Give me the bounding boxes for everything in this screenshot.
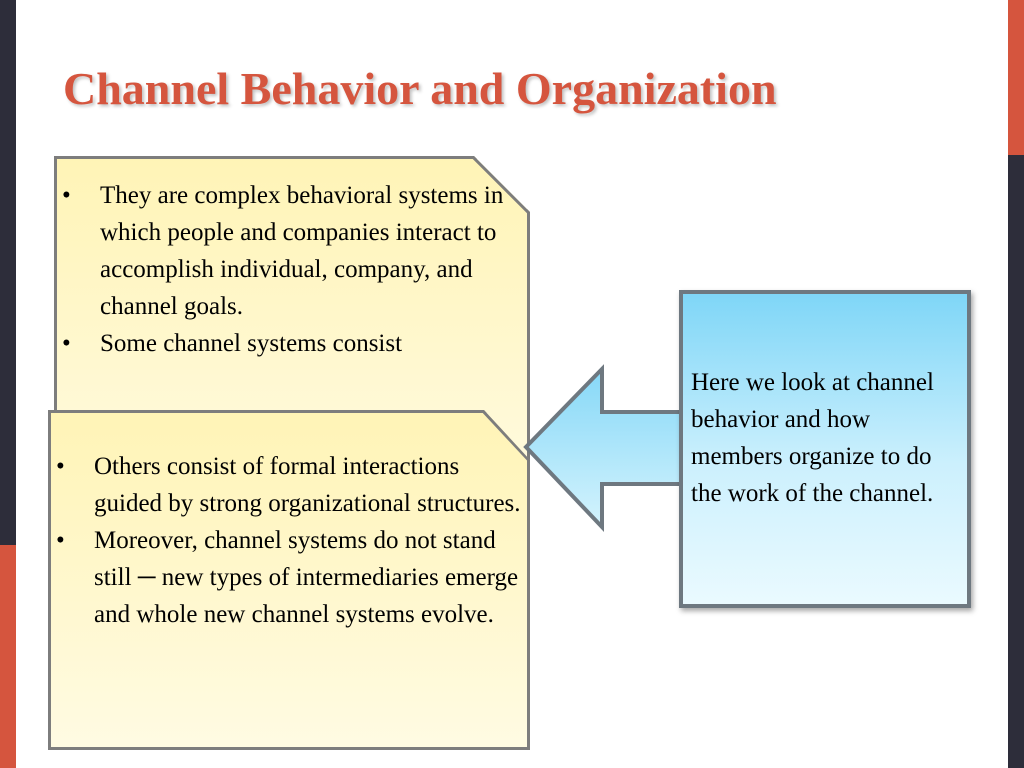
left-arrow-icon — [523, 364, 684, 533]
bullet-dot-icon: • — [56, 453, 65, 480]
left-edge-red-bar — [0, 545, 16, 768]
bullet-text: Some channel systems consist — [100, 330, 403, 357]
right-edge-dark-bar — [1008, 155, 1024, 768]
callout-box: Here we look at channel behavior and how… — [679, 290, 971, 608]
front-note-bullet-list: • Others consist of formal interactions … — [56, 448, 530, 633]
back-note-bullet-2: • Some channel systems consist — [62, 325, 530, 362]
bullet-dot-icon: • — [62, 330, 71, 357]
front-note-bullet-2: • Moreover, channel systems do not stand… — [56, 522, 530, 633]
bullet-dot-icon: • — [56, 527, 65, 554]
back-note-bullet-list: • They are complex behavioral systems in… — [62, 177, 530, 362]
bullet-text: Moreover, channel systems do not stand s… — [94, 527, 519, 628]
front-note-bullet-1: • Others consist of formal interactions … — [56, 448, 530, 522]
bullet-text: Others consist of formal interactions gu… — [94, 453, 521, 517]
slide-title: Channel Behavior and Organization — [63, 63, 777, 114]
bullet-dot-icon: • — [62, 182, 71, 209]
callout-text: Here we look at channel behavior and how… — [691, 369, 934, 507]
bullet-text: They are complex behavioral systems in w… — [100, 182, 504, 320]
left-edge-dark-bar — [0, 0, 16, 545]
back-note-bullet-1: • They are complex behavioral systems in… — [62, 177, 530, 325]
right-edge-red-bar — [1008, 0, 1024, 155]
front-note-card: • Others consist of formal interactions … — [48, 410, 530, 750]
